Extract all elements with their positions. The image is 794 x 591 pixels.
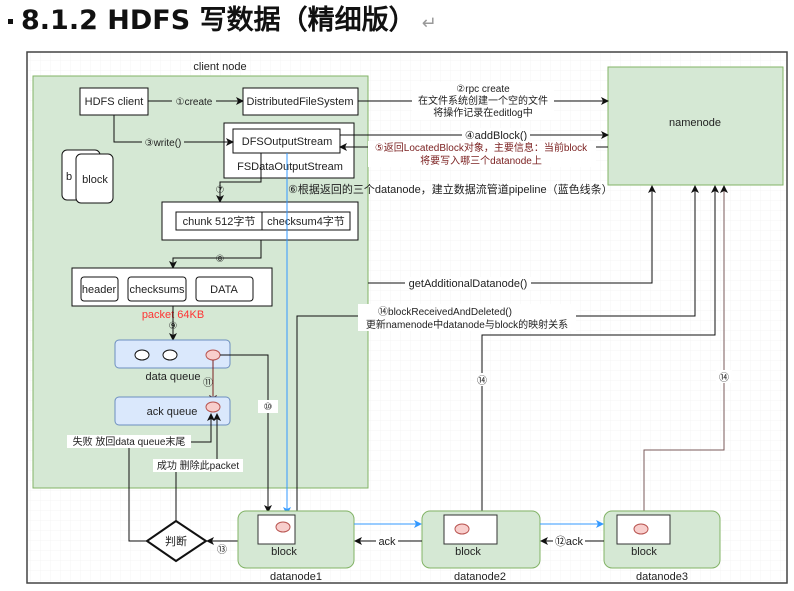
step14a-label-bg: [474, 373, 490, 386]
located-block-label: ⑤返回LocatedBlock对象，主要信息：当前block: [375, 141, 588, 154]
header-box: [80, 276, 119, 302]
sending-packet: [205, 349, 221, 361]
data-box: [195, 276, 254, 302]
block-label: block: [631, 546, 657, 558]
datanode-label: datanode1: [270, 571, 322, 583]
step10-label: ⑩: [264, 402, 273, 413]
data-queue-label: data queue: [145, 371, 200, 383]
step8-arrow: [169, 240, 262, 269]
add-block-label: ④addBlock(): [465, 130, 527, 142]
queued-packet: [134, 349, 150, 361]
write-arrow: [113, 115, 234, 146]
namenode-box: [607, 66, 784, 186]
ack-dn2-dn1-label: ack: [378, 536, 396, 548]
block-received-desc: 更新namenode中datanode与block的映射关系: [366, 318, 568, 331]
distributed-fs-label: DistributedFileSystem: [247, 96, 354, 108]
hdfs-client-label: HDFS client: [85, 96, 144, 108]
page-title: 8.1.2 HDFS 写数据（精细版）↵: [8, 0, 437, 37]
fail-label-bg: [67, 435, 191, 448]
ack1-label-bg: [376, 535, 398, 547]
datanode-label: datanode3: [636, 571, 688, 583]
ack-queue-label: ack queue: [147, 406, 198, 418]
fsdata-output-stream-label: FSDataOutputStream: [237, 161, 343, 173]
block-stack-front: [75, 153, 114, 204]
block-received-arrow-dn2: [481, 185, 719, 515]
distributed-fs-box: [242, 87, 359, 116]
rpc-editlog-desc: 将操作记录在editlog中: [433, 106, 532, 119]
block-received-label: ⑭blockReceivedAndDeleted(): [378, 306, 512, 318]
block-label: block: [271, 546, 297, 558]
block-label: block: [455, 546, 481, 558]
rpc-create-label: ②rpc create: [456, 84, 510, 95]
ack-queue-box: [114, 396, 231, 426]
create-label: ①create: [176, 97, 213, 108]
block-received-arrow-dn3: [643, 185, 728, 515]
step14-label-dn3: ⑭: [719, 372, 729, 384]
write-label: ③write(): [145, 138, 182, 149]
return-label-bg: [368, 141, 596, 167]
bullet-icon: [8, 19, 13, 24]
chunk-label: chunk 512字节: [183, 214, 256, 228]
ack2-label-bg: [553, 535, 585, 547]
get-additional-label-bg: [405, 277, 531, 290]
ack-dn3-dn2-label: ⑫ack: [555, 535, 584, 548]
step10-label-bg: [258, 400, 278, 413]
step7-arrow: [216, 153, 262, 203]
block-stack-back-label: b: [66, 171, 72, 183]
datanode-3: block datanode3: [603, 510, 721, 583]
rpc-label-bg: [412, 82, 554, 120]
step9-label: ⑨: [169, 321, 178, 332]
step13-label: ⑬: [217, 544, 227, 556]
block-packet: [633, 523, 649, 535]
success-label: 成功 删除此packet: [157, 459, 239, 472]
header-label: header: [82, 284, 117, 296]
dfs-output-stream-label: DFSOutputStream: [242, 136, 332, 148]
datanode-2: block datanode2: [421, 510, 541, 583]
step14b-label-bg: [716, 370, 732, 383]
checksum-label: checksum4字节: [267, 214, 345, 228]
block-box: [443, 514, 498, 545]
namenode-label: namenode: [669, 117, 721, 129]
decision-label: 判断: [165, 534, 187, 548]
step10-arrow: [220, 354, 272, 513]
pipeline-label: ⑥根据返回的三个datanode，建立数据流管道pipeline（蓝色线条）: [288, 182, 613, 196]
checksums-label: checksums: [129, 284, 185, 296]
checksum-box: [261, 211, 351, 231]
return-mark-icon: ↵: [421, 13, 437, 34]
block-packet: [275, 521, 291, 533]
rpc-create-desc: 在文件系统创建一个空的文件: [418, 94, 548, 107]
block-stack-front-label: block: [82, 174, 108, 186]
datanode-label: datanode2: [454, 571, 506, 583]
checksums-box: [127, 276, 187, 302]
queued-packet: [162, 349, 178, 361]
datanode-box: [237, 510, 355, 569]
create-label-bg: [172, 94, 216, 107]
located-block-desc: 将要写入哪三个datanode上: [420, 155, 542, 167]
step8-label: ⑧: [216, 254, 225, 265]
step14-label-dn2: ⑭: [477, 375, 487, 387]
fail-label: 失败 放回data queue末尾: [73, 435, 186, 448]
block-received-label-bg: [358, 304, 576, 331]
get-additional-datanode-label: getAdditionalDatanode(): [409, 278, 528, 290]
client-node-label: client node: [193, 61, 246, 73]
block-packet: [454, 523, 470, 535]
write-label-bg: [142, 136, 184, 148]
data-label: DATA: [210, 284, 238, 296]
success-label-bg: [153, 459, 243, 472]
ack-packet: [205, 401, 221, 413]
step7-label: ⑦: [216, 185, 225, 196]
decision-diamond: [145, 519, 208, 563]
add-block-label-bg: [462, 128, 530, 141]
step11-label: ⑪: [203, 377, 213, 389]
datanode-1: block datanode1: [237, 510, 355, 583]
